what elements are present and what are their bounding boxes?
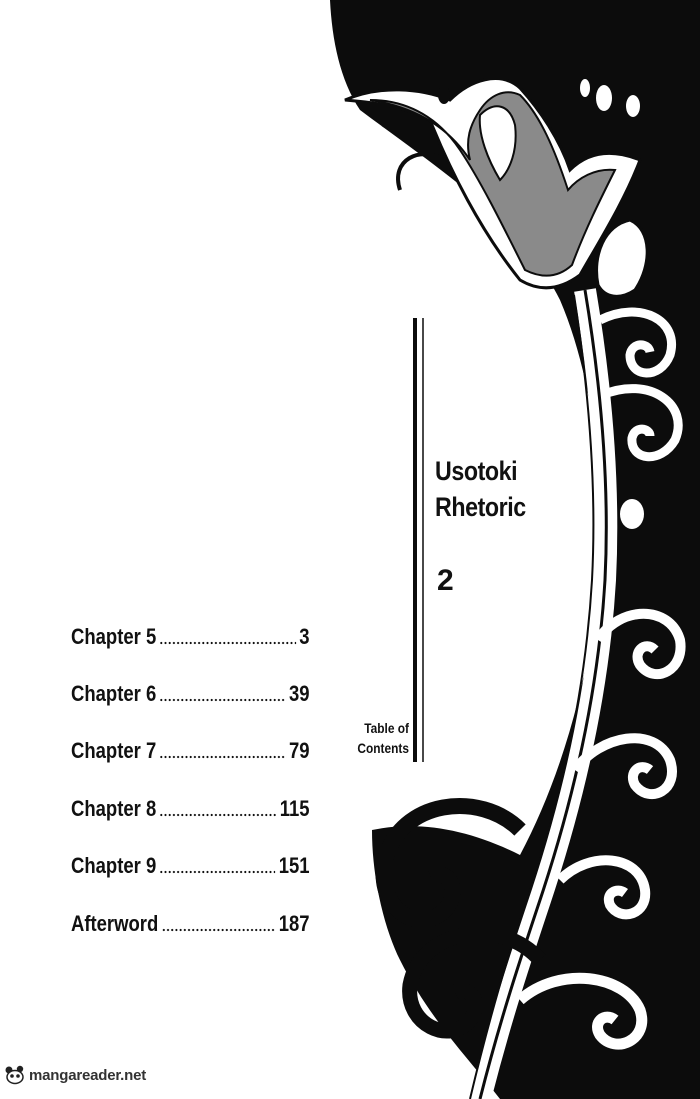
- stem-line-left: [469, 294, 595, 1099]
- toc-entry: Chapter 7 79: [71, 723, 310, 780]
- white-swirl: [570, 733, 677, 800]
- black-swirl: [402, 926, 546, 1039]
- toc-entry: Chapter 5 3: [71, 608, 310, 665]
- watermark-text: mangareader.net: [29, 1066, 147, 1084]
- black-swirl: [396, 152, 447, 191]
- white-swirl: [593, 608, 686, 680]
- tulip-petal-inner: [478, 105, 517, 182]
- toc-label-line-2: Contents: [357, 740, 409, 756]
- site-watermark: mangareader.net: [4, 1065, 146, 1085]
- book-title-line-2: Rhetoric: [435, 492, 526, 522]
- toc-leader-dots: [159, 755, 286, 760]
- stem-line-inner: [478, 289, 608, 1099]
- flower-spiral: [397, 167, 447, 224]
- toc-leader-dots: [161, 927, 276, 932]
- decor-dot: [580, 79, 590, 97]
- toc-entry: Chapter 9 151: [71, 838, 310, 895]
- white-swirl: [600, 384, 683, 462]
- decor-dot: [620, 499, 644, 529]
- toc-leader-dots: [159, 698, 286, 703]
- toc-entry-page: 79: [288, 738, 310, 764]
- toc-entry-name: Chapter 5: [71, 623, 157, 649]
- toc-leader-dots: [159, 870, 276, 875]
- toc-entry-name: Chapter 9: [71, 853, 157, 879]
- toc-entry: Chapter 8 115: [71, 780, 310, 837]
- decor-dot: [596, 85, 612, 111]
- black-swirl: [375, 798, 526, 928]
- toc-entry: Chapter 6 39: [71, 665, 310, 722]
- white-swirl: [516, 972, 648, 1050]
- toc-entry-name: Chapter 6: [71, 681, 157, 707]
- toc-entry-name: Afterword: [71, 910, 159, 936]
- toc-entry-page: 115: [279, 795, 310, 821]
- tulip-hatched-petal: [369, 91, 617, 277]
- toc-entry-page: 3: [299, 623, 310, 649]
- toc-entry-page: 151: [278, 853, 310, 879]
- toc-entry-name: Chapter 8: [71, 795, 157, 821]
- book-title: Usotoki Rhetoric: [435, 453, 526, 525]
- toc-leader-dots: [159, 640, 296, 645]
- toc-label-line-1: Table of: [364, 720, 409, 736]
- toc-entry: Afterword 187: [71, 895, 310, 952]
- toc-label: Table of Contents: [356, 718, 409, 758]
- toc-leader-dots: [159, 812, 277, 817]
- toc-entry-name: Chapter 7: [71, 738, 157, 764]
- white-swirl: [597, 307, 676, 378]
- toc-entry-page: 39: [288, 681, 310, 707]
- tulip-bud: [595, 218, 649, 298]
- panda-mascot-icon: [5, 1065, 24, 1085]
- book-title-line-1: Usotoki: [435, 456, 518, 486]
- white-swirl: [556, 855, 651, 920]
- decor-dot: [626, 95, 640, 117]
- decor-dot: [438, 86, 450, 104]
- table-of-contents: Chapter 5 3 Chapter 6 39 Chapter 7 79 Ch…: [71, 608, 316, 952]
- toc-entry-page: 187: [278, 910, 310, 936]
- volume-number: 2: [437, 564, 454, 597]
